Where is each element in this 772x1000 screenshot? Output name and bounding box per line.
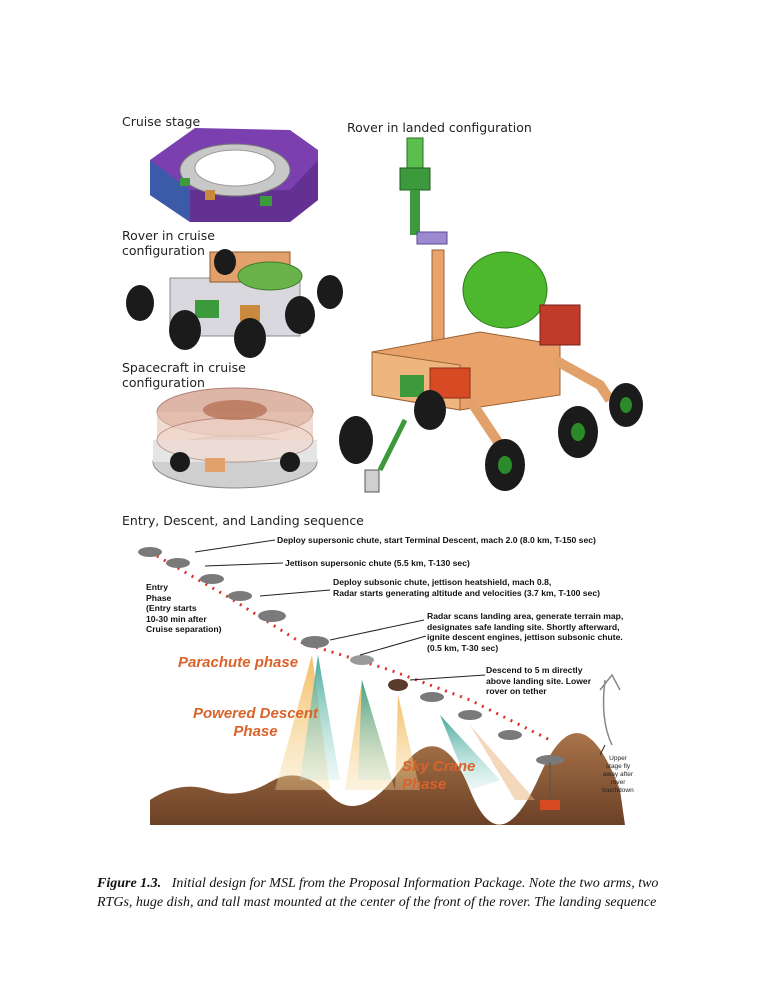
- annotation-entry-phase: Entry Phase (Entry starts 10-30 min afte…: [146, 582, 221, 635]
- figure-caption-text: Initial design for MSL from the Proposal…: [97, 876, 659, 910]
- descend-line: Descend to 5 m directly: [486, 665, 583, 675]
- deploy-subsonic-line: Radar starts generating altitude and vel…: [333, 587, 600, 598]
- rover-cruise-label-line2: configuration: [122, 243, 205, 258]
- entry-phase-line: Phase: [146, 592, 172, 603]
- sky-crane-phase-label: Sky Crane Phase: [402, 758, 475, 794]
- radar-scans-line: designates safe landing site. Shortly af…: [427, 621, 620, 632]
- edl-title: Entry, Descent, and Landing sequence: [122, 513, 364, 528]
- spacecraft-cruise-label: Spacecraft in cruise configuration: [122, 360, 246, 390]
- radar-scans-line: ignite descent engines, jettison subsoni…: [427, 632, 623, 642]
- annotation-upper-stage: Upper stage fly away after rover touchdo…: [600, 755, 636, 795]
- upper-stage-line: touchdown: [602, 787, 634, 794]
- annotation-deploy-subsonic: Deploy subsonic chute, jettison heatshie…: [333, 577, 600, 598]
- edl-sequence-illustration: [138, 539, 625, 825]
- rover-cruise-illustration: [126, 249, 343, 358]
- annotation-radar-scans: Radar scans landing area, generate terra…: [427, 611, 623, 653]
- entry-phase-line: (Entry starts: [146, 603, 197, 613]
- figure-caption-label: Figure 1.3.: [97, 876, 162, 891]
- parachute-phase-label: Parachute phase: [178, 654, 299, 671]
- upper-stage-line: rover: [610, 779, 626, 786]
- sky-crane-line2: Phase: [402, 776, 447, 793]
- spacecraft-cruise-illustration: [152, 387, 318, 489]
- cruise-stage-illustration: [150, 128, 318, 222]
- descend-line: rover on tether: [486, 686, 547, 696]
- powered-descent-line1: Powered Descent: [193, 705, 319, 722]
- rover-cruise-label-line1: Rover in cruise: [122, 228, 215, 243]
- cruise-stage-label: Cruise stage: [122, 114, 201, 129]
- rover-cruise-label: Rover in cruise configuration: [122, 228, 215, 258]
- upper-stage-line: Upper: [609, 755, 627, 762]
- descend-line: above landing site. Lower: [486, 675, 592, 686]
- powered-descent-phase-label: Powered Descent Phase: [193, 705, 318, 741]
- rover-landed-label: Rover in landed configuration: [347, 120, 532, 135]
- entry-phase-line: Cruise separation): [146, 624, 222, 634]
- spacecraft-cruise-label-line1: Spacecraft in cruise: [122, 360, 246, 375]
- spacecraft-cruise-label-line2: configuration: [122, 375, 205, 390]
- sky-crane-line1: Sky Crane: [402, 758, 476, 775]
- figure-caption: Figure 1.3. Initial design for MSL from …: [97, 874, 697, 912]
- annotation-descend: Descend to 5 m directly above landing si…: [486, 665, 591, 697]
- upper-stage-line: away after: [603, 771, 633, 778]
- annotation-jettison-supersonic: Jettison supersonic chute (5.5 km, T-130…: [285, 558, 470, 568]
- msl-figure-illustration: [126, 128, 643, 825]
- entry-phase-line: 10-30 min after: [146, 613, 207, 624]
- upper-stage-line: stage fly: [605, 763, 631, 770]
- radar-scans-line: (0.5 km, T-30 sec): [427, 642, 499, 653]
- rover-landed-illustration: [339, 137, 643, 493]
- entry-phase-line: Entry: [146, 582, 168, 592]
- annotation-deploy-supersonic: Deploy supersonic chute, start Terminal …: [277, 535, 596, 545]
- deploy-subsonic-line: Deploy subsonic chute, jettison heatshie…: [333, 577, 552, 587]
- radar-scans-line: Radar scans landing area, generate terra…: [427, 611, 624, 621]
- powered-descent-line2: Phase: [233, 723, 278, 740]
